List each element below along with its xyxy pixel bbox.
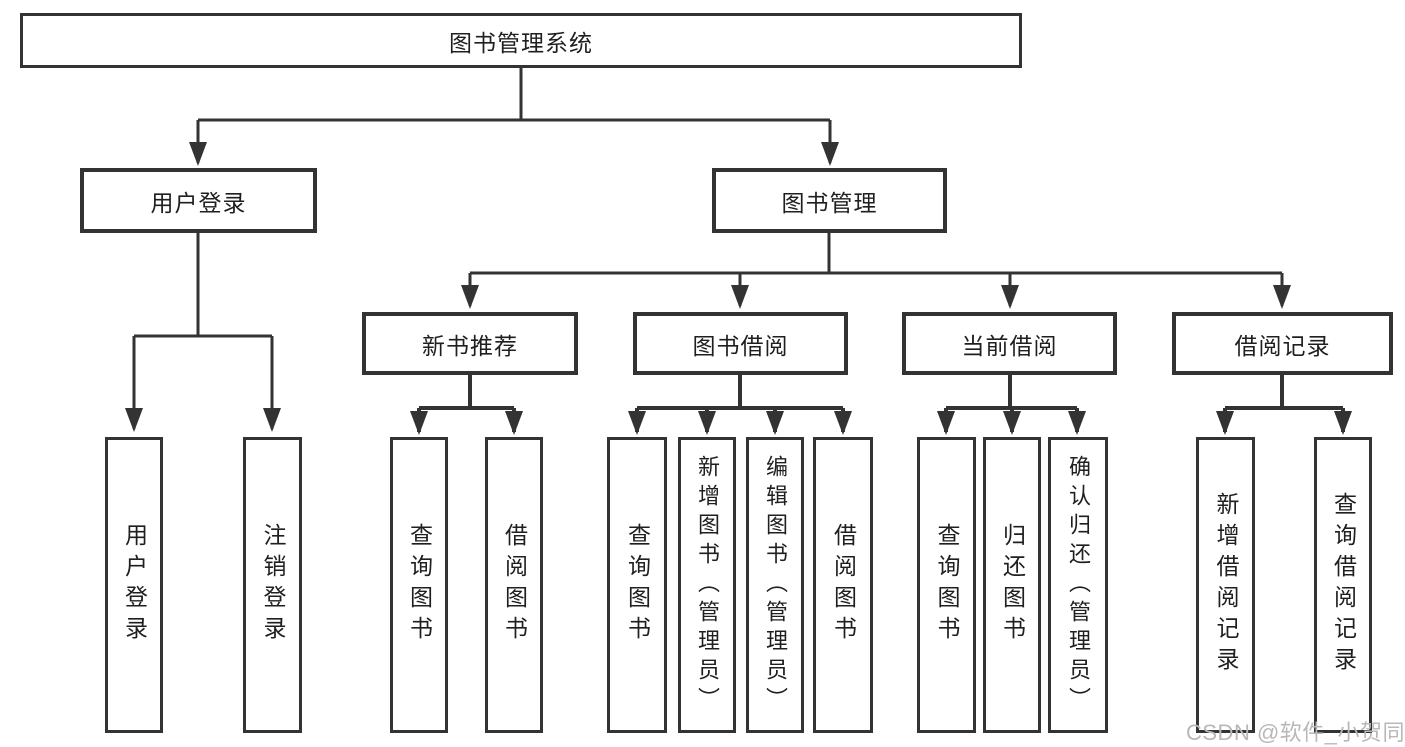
node-label: 图书管理系统 <box>449 29 593 56</box>
node-label: 用户登录 <box>150 189 247 216</box>
node-leaf-add-borrow-record: 新增借阅记录 <box>1196 437 1255 733</box>
node-leaf-query-books-borrowing: 查询图书 <box>607 437 667 733</box>
node-label: 查询图书 <box>624 523 651 647</box>
node-label: 查询借阅记录 <box>1330 492 1357 678</box>
edges-user-login <box>125 232 281 432</box>
node-leaf-confirm-return-admin: 确认归还（管理员） <box>1048 437 1108 733</box>
node-book-management: 图书管理 <box>712 168 947 233</box>
node-library-management-system: 图书管理系统 <box>20 13 1022 68</box>
node-label: 用户登录 <box>121 523 148 647</box>
edges-new-book-recommendation <box>410 375 523 435</box>
node-leaf-logout: 注销登录 <box>243 437 302 733</box>
node-leaf-query-books-recommend: 查询图书 <box>390 437 448 733</box>
node-label: 借阅图书 <box>830 523 857 647</box>
node-label: 新增借阅记录 <box>1213 492 1239 678</box>
node-label: 借阅记录 <box>1234 332 1331 359</box>
edges-root <box>189 68 839 166</box>
node-label: 查询图书 <box>934 523 960 647</box>
node-leaf-borrow-books-borrowing: 借阅图书 <box>813 437 873 733</box>
node-label: 归还图书 <box>999 523 1026 647</box>
node-label: 注销登录 <box>260 523 286 647</box>
node-label: 确认归还（管理员） <box>1066 454 1091 716</box>
node-leaf-edit-books-admin: 编辑图书（管理员） <box>746 437 804 733</box>
node-borrowing-records: 借阅记录 <box>1172 312 1393 375</box>
edges-book-borrowing <box>628 375 852 435</box>
node-leaf-return-books: 归还图书 <box>983 437 1041 733</box>
node-label: 图书借阅 <box>692 332 789 359</box>
edges-current-borrowing <box>937 375 1086 435</box>
node-current-borrowing: 当前借阅 <box>902 312 1117 375</box>
node-new-book-recommendation: 新书推荐 <box>362 312 578 375</box>
node-leaf-query-borrow-record: 查询借阅记录 <box>1314 437 1372 733</box>
node-leaf-query-books-current: 查询图书 <box>917 437 976 733</box>
node-label: 查询图书 <box>406 523 433 647</box>
node-leaf-add-books-admin: 新增图书（管理员） <box>678 437 736 733</box>
node-label: 编辑图书（管理员） <box>763 454 788 716</box>
node-leaf-user-login: 用户登录 <box>105 437 163 733</box>
watermark: CSDN @软件_小贺同学 <box>1186 720 1405 745</box>
node-label: 借阅图书 <box>501 523 528 647</box>
edges-borrowing-records <box>1216 375 1352 435</box>
edges-book-management <box>461 232 1291 309</box>
node-book-borrowing: 图书借阅 <box>633 312 848 375</box>
node-label: 当前借阅 <box>961 332 1058 359</box>
node-user-login: 用户登录 <box>80 168 317 233</box>
node-label: 图书管理 <box>781 189 878 216</box>
node-leaf-borrow-books-recommend: 借阅图书 <box>485 437 543 733</box>
node-label: 新书推荐 <box>422 332 518 359</box>
node-label: 新增图书（管理员） <box>695 454 720 716</box>
